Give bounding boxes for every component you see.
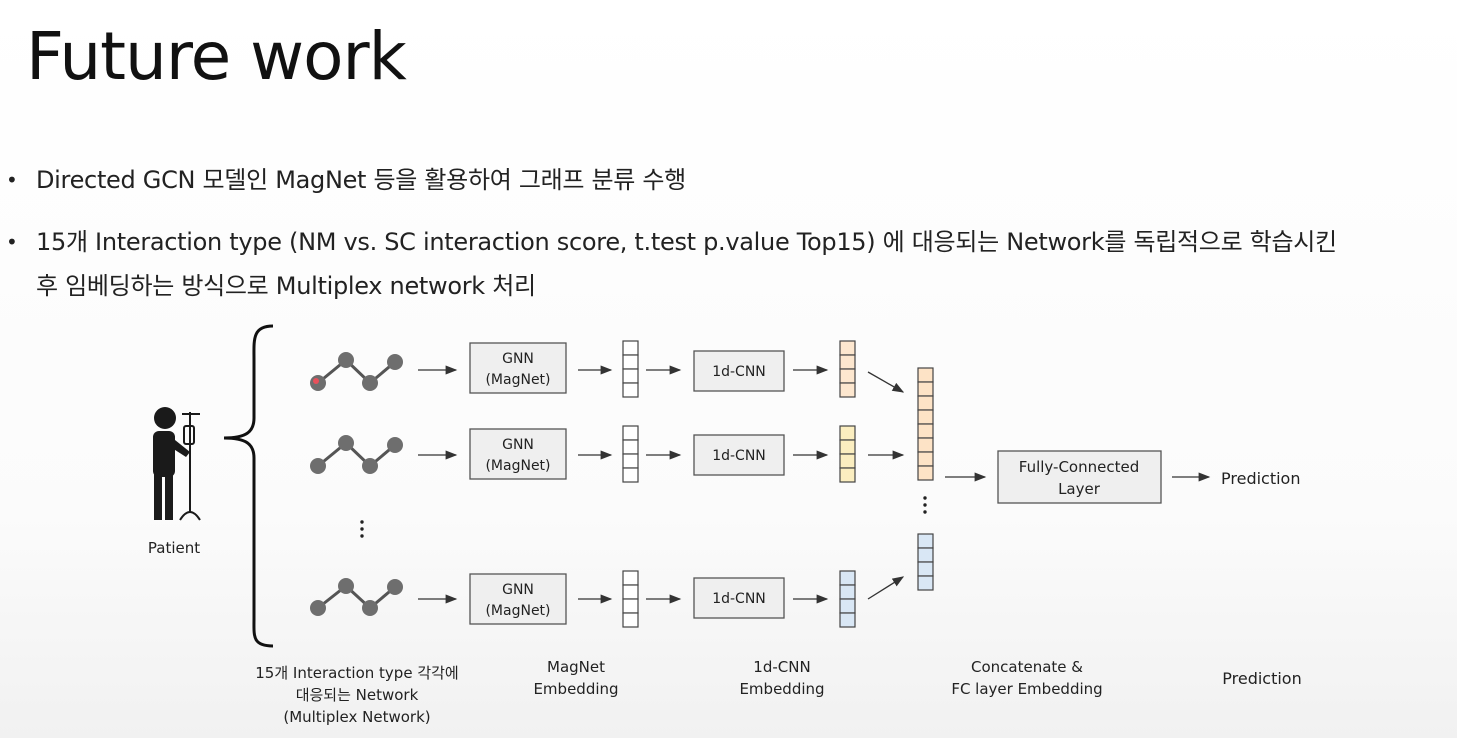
svg-text:GNN: GNN xyxy=(502,437,534,453)
svg-text:(MagNet): (MagNet) xyxy=(485,603,550,619)
cnn-embedding-vector-15 xyxy=(839,570,856,628)
svg-text:Embedding: Embedding xyxy=(533,680,618,698)
arrow xyxy=(867,576,905,600)
svg-text:(Multiplex Network): (Multiplex Network) xyxy=(283,708,430,726)
patient-label: Patient xyxy=(148,539,200,557)
concat-vector-blue xyxy=(917,533,934,591)
svg-text:Fully-Connected: Fully-Connected xyxy=(1019,458,1139,476)
svg-text:(MagNet): (MagNet) xyxy=(485,458,550,474)
svg-text:(MagNet): (MagNet) xyxy=(485,372,550,388)
cnn-box-2: 1d-CNN xyxy=(693,434,785,476)
svg-text:MagNet: MagNet xyxy=(547,658,605,676)
svg-text:Embedding: Embedding xyxy=(739,680,824,698)
svg-text:GNN: GNN xyxy=(502,351,534,367)
gnn-box-1: GNN (MagNet) xyxy=(469,342,567,394)
gnn-box-2: GNN (MagNet) xyxy=(469,428,567,480)
caption-cnn-embedding: 1d-CNN Embedding xyxy=(739,658,824,698)
fully-connected-layer-box: Fully-Connected Layer xyxy=(997,450,1162,504)
svg-text:15개 Interaction type 각각에: 15개 Interaction type 각각에 xyxy=(255,664,458,682)
vertical-ellipsis-icon xyxy=(360,520,364,538)
magnet-embedding-vector-1 xyxy=(622,340,639,398)
caption-networks: 15개 Interaction type 각각에 대응되는 Network (M… xyxy=(255,664,458,726)
svg-text:1d-CNN: 1d-CNN xyxy=(712,448,766,464)
svg-text:1d-CNN: 1d-CNN xyxy=(712,364,766,380)
caption-magnet-embedding: MagNet Embedding xyxy=(533,658,618,698)
slide-title: Future work xyxy=(26,18,407,95)
bullet-text-line: 15개 Interaction type (NM vs. SC interact… xyxy=(36,228,1337,256)
arrow xyxy=(867,371,905,393)
curly-brace xyxy=(223,324,274,648)
svg-text:FC layer Embedding: FC layer Embedding xyxy=(951,680,1102,698)
svg-text:GNN: GNN xyxy=(502,582,534,598)
svg-text:대응되는 Network: 대응되는 Network xyxy=(296,686,419,704)
concat-vector-orange xyxy=(917,367,934,481)
cnn-embedding-vector-1 xyxy=(839,340,856,398)
cnn-embedding-vector-2 xyxy=(839,425,856,483)
vertical-ellipsis-icon xyxy=(923,496,927,514)
prediction-output-label: Prediction xyxy=(1221,469,1300,488)
magnet-embedding-vector-2 xyxy=(622,425,639,483)
network-graph-15 xyxy=(310,578,403,616)
caption-prediction: Prediction xyxy=(1222,669,1301,688)
bullet-text-line: 후 임베딩하는 방식으로 Multiplex network 처리 xyxy=(36,272,536,300)
network-graph-1 xyxy=(310,352,403,391)
svg-text:1d-CNN: 1d-CNN xyxy=(753,658,810,676)
magnet-embedding-vector-15 xyxy=(622,570,639,628)
svg-text:Prediction: Prediction xyxy=(1222,669,1301,688)
svg-text:Layer: Layer xyxy=(1058,480,1101,498)
cnn-box-15: 1d-CNN xyxy=(693,577,785,619)
svg-text:Concatenate &: Concatenate & xyxy=(971,658,1083,676)
bullet-text-line: Directed GCN 모델인 MagNet 등을 활용하여 그래프 분류 수… xyxy=(36,166,686,194)
network-graph-2 xyxy=(310,435,403,474)
gnn-box-15: GNN (MagNet) xyxy=(469,573,567,625)
cnn-box-1: 1d-CNN xyxy=(693,350,785,392)
bullet-marker: • xyxy=(6,230,18,254)
svg-text:1d-CNN: 1d-CNN xyxy=(712,591,766,607)
patient-icon xyxy=(153,407,201,521)
bullet-marker: • xyxy=(6,168,18,192)
caption-concat-fc-embedding: Concatenate & FC layer Embedding xyxy=(951,658,1102,698)
